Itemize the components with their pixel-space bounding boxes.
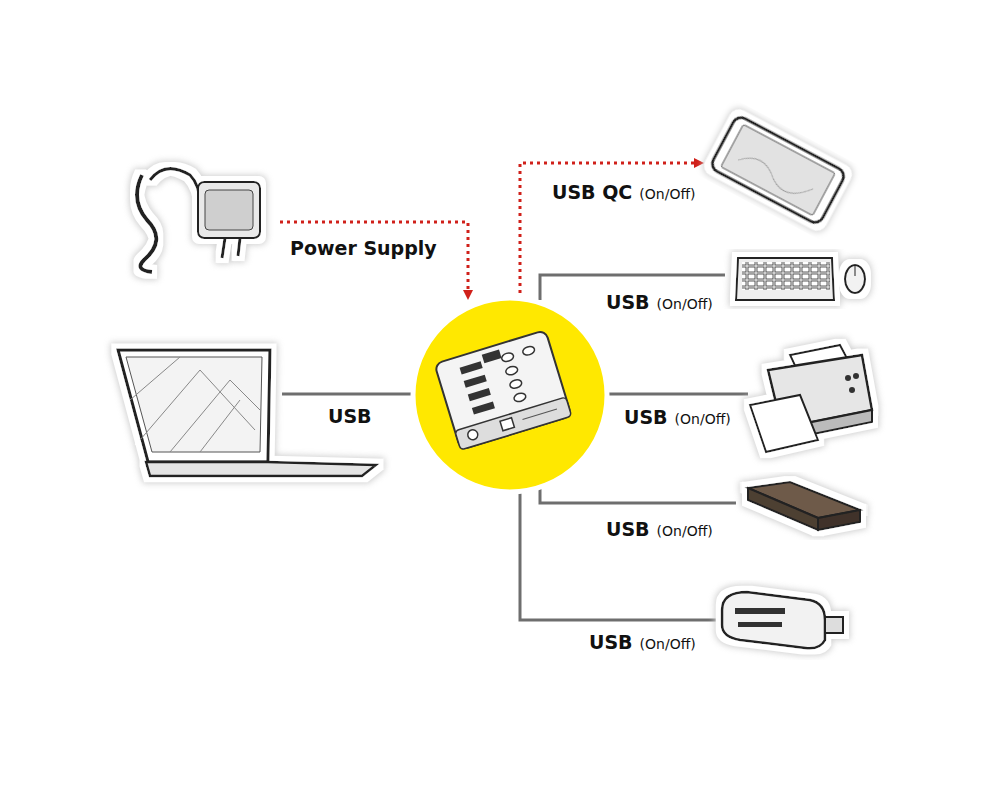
switch-note: (On/Off) [637,186,697,203]
smartphone [709,114,847,225]
switch-note: (On/Off) [673,411,733,428]
port-label: USB [622,406,670,429]
port-label: USB [587,631,635,654]
usb-wires [282,275,748,620]
card-reader [722,592,843,648]
laptop [118,350,376,476]
hub-highlight [413,298,607,492]
port-label: USB [604,518,652,541]
usb-hub [434,330,571,450]
external-drive [748,482,860,530]
switch-note: (On/Off) [655,296,715,313]
power-adapter [137,169,260,272]
switch-note: (On/Off) [638,636,698,653]
switch-note: (On/Off) [655,523,715,540]
printer [750,345,872,452]
host-link-label: USB [326,405,374,428]
power-lines [280,163,700,300]
port-label: USB QC [550,181,634,204]
port-label: USB [604,291,652,314]
supply-label: Power Supply [288,237,439,260]
keyboard-mouse [736,258,865,300]
